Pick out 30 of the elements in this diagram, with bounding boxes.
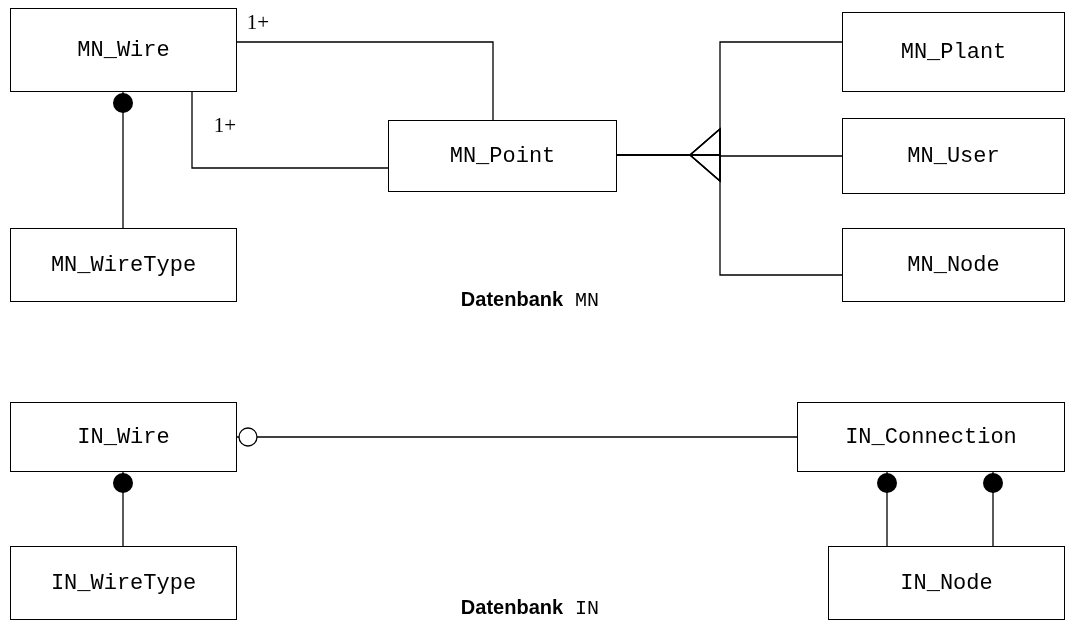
connector	[616, 128, 843, 276]
connector	[113, 91, 133, 229]
database-caption: Datenbank IN	[460, 596, 600, 620]
entity-name: MN_Point	[449, 143, 556, 169]
entity-name: IN_Wire	[77, 424, 170, 450]
entity-name: IN_WireType	[50, 570, 197, 596]
entity-box	[10, 228, 237, 302]
entity-box	[828, 546, 1065, 620]
connector	[983, 471, 1003, 547]
entity-box	[10, 546, 237, 620]
connector	[191, 91, 389, 169]
entity-name: IN_Connection	[845, 424, 1017, 450]
database-caption: Datenbank MN	[460, 288, 600, 312]
entity-name: IN_Node	[900, 570, 993, 596]
entity-box	[10, 402, 237, 472]
entity-box	[388, 120, 617, 192]
connector	[877, 471, 897, 547]
connector	[236, 427, 798, 447]
connector	[113, 471, 133, 547]
entity-box	[10, 8, 237, 92]
entity-box	[842, 12, 1065, 92]
entity-box	[842, 118, 1065, 194]
entity-name: MN_WireType	[50, 252, 197, 278]
connector	[236, 41, 494, 121]
entity-name: MN_Plant	[900, 39, 1007, 65]
entity-name: MN_User	[907, 143, 1000, 169]
entity-box	[797, 402, 1065, 472]
entity-box	[842, 228, 1065, 302]
entity-name: MN_Node	[907, 252, 1000, 278]
entity-name: MN_Wire	[77, 37, 170, 63]
